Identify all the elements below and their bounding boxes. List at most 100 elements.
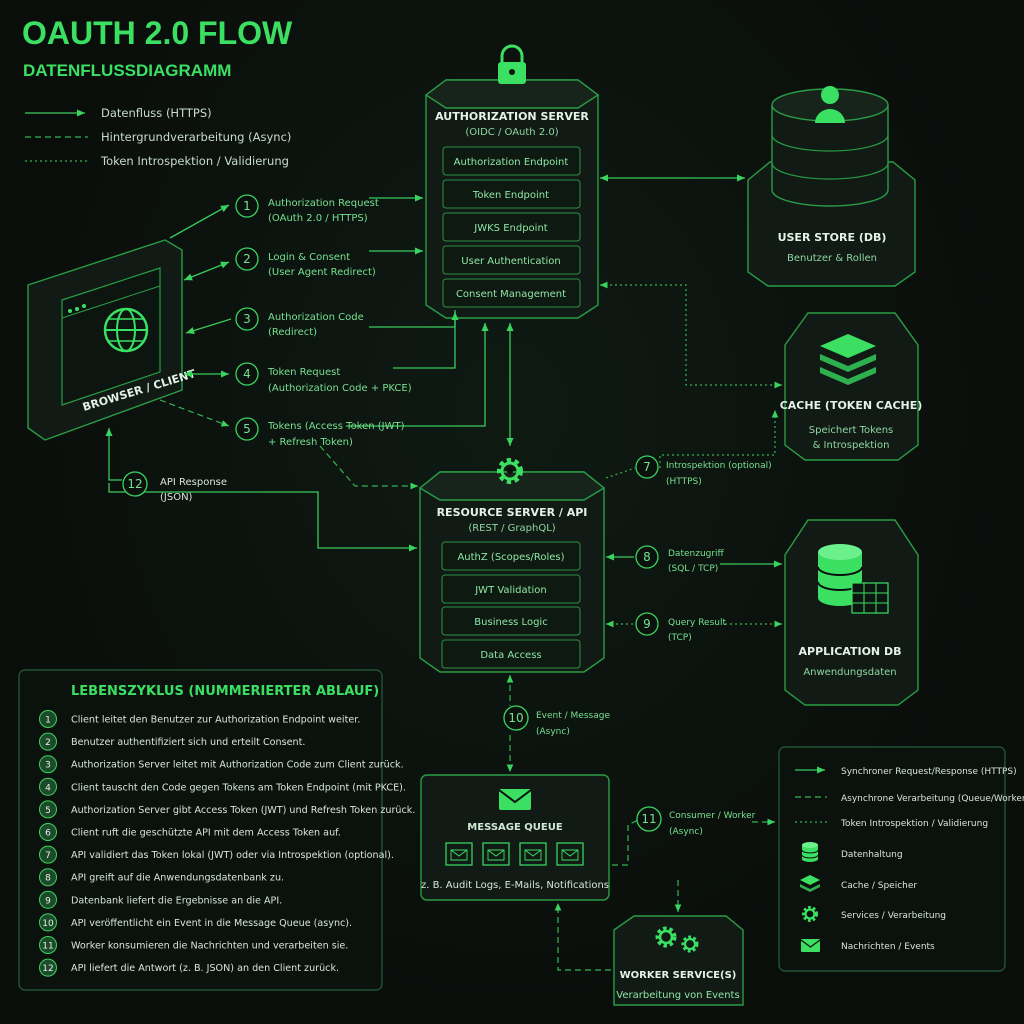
message-queue-subtitle: z. B. Audit Logs, E-Mails, Notifications [421,880,609,891]
resource-server-node[interactable]: RESOURCE SERVER / API (REST / GraphQL) A… [418,458,606,673]
queue-slot-icon [556,842,584,866]
user-auth-label: User Authentication [461,256,560,267]
worker-service-node[interactable]: WORKER SERVICE(S) Verarbeitung von Event… [613,915,744,1006]
lifecycle-step-number: 10 [42,919,54,929]
lifecycle-step-text: API liefert die Antwort (z. B. JSON) an … [71,963,339,974]
jwt-validation-box[interactable] [441,574,581,604]
lifecycle-step-text: Client ruft die geschützte API mit dem A… [71,828,341,839]
legend-label: Datenfluss (HTTPS) [101,106,212,120]
connections [105,174,782,971]
user-store-subtitle: Benutzer & Rollen [787,253,877,264]
lifecycle-step-circle [39,913,57,932]
step-circle [235,194,259,218]
lifecycle-step-text: Worker konsumieren die Nachrichten und v… [71,941,348,952]
lifecycle-step-circle [39,845,57,864]
message-queue-box [420,774,610,901]
step-label: Tokens (Access Token (JWT) [267,421,405,432]
step-sublabel: (OAuth 2.0 / HTTPS) [268,213,368,224]
lifecycle-step-circle [39,890,57,909]
gear-icon [655,926,699,953]
step-label: Introspektion (optional) [666,461,772,471]
lifecycle-step-circle [39,936,57,954]
flow-annotations: 1 Authorization Request (OAuth 2.0 / HTT… [122,194,772,837]
cache-line1: Speichert Tokens [809,425,894,436]
authorization-server-node[interactable]: AUTHORIZATION SERVER (OIDC / OAuth 2.0) … [424,44,600,319]
auth-endpoint-box[interactable] [442,146,581,176]
worker-title: WORKER SERVICE(S) [620,970,737,981]
step-label: Login & Consent [268,252,350,263]
application-db-node[interactable]: APPLICATION DB Anwendungsdaten [784,519,919,706]
step-sublabel: (Async) [536,727,570,737]
lifecycle-box [18,669,383,991]
user-auth-box[interactable] [442,245,581,275]
step-number: 11 [641,812,656,826]
queue-slot-icon [482,842,510,866]
layers-icon [820,334,876,385]
step-circle [235,362,259,386]
data-access-label: Data Access [480,650,541,661]
lifecycle-step-circle [39,732,57,751]
cache-body [784,312,919,461]
authz-box[interactable] [441,541,581,571]
top-legend: Datenfluss (HTTPS) Hintergrundverarbeitu… [25,106,291,168]
step-number: 9 [643,617,651,631]
step-number: 2 [243,252,251,266]
legend-label: Cache / Speicher [841,881,917,891]
step-label: Authorization Request [268,198,379,209]
authz-label: AuthZ (Scopes/Roles) [457,552,564,563]
envelope-icon [800,939,821,952]
step-circle [235,417,259,441]
browser-client-node[interactable]: BROWSER / CLIENT [27,239,198,441]
step-sublabel: (JSON) [160,492,193,503]
step-circle [235,247,259,271]
legend-label: Synchroner Request/Response (HTTPS) [841,767,1017,777]
resource-server-subtitle: (REST / GraphQL) [468,523,555,534]
user-store-node[interactable]: USER STORE (DB) Benutzer & Rollen [747,86,916,287]
lifecycle-step-number: 9 [45,896,51,906]
lifecycle-step-number: 4 [45,783,51,793]
step-sublabel: + Refresh Token) [268,437,353,448]
jwt-validation-label: JWT Validation [474,585,547,596]
step-circle [503,705,529,731]
queue-slot-icon [445,842,473,866]
step-number: 12 [127,477,142,491]
legend-label: Token Introspektion / Validierung [840,819,988,829]
lifecycle-step-number: 3 [45,761,51,771]
resource-server-title: RESOURCE SERVER / API [437,506,588,519]
step-number: 7 [643,460,651,474]
bottom-legend: Synchroner Request/Response (HTTPS) Asyn… [778,746,1024,972]
worker-subtitle: Verarbeitung von Events [616,990,739,1001]
step-circle [635,455,659,479]
jwks-endpoint-box[interactable] [442,212,581,242]
lifecycle-step-text: Client tauscht den Code gegen Tokens am … [71,782,406,793]
business-logic-box[interactable] [441,606,581,636]
step-circle [635,545,659,569]
cache-node[interactable]: CACHE (TOKEN CACHE) Speichert Tokens & I… [780,312,923,461]
lifecycle-step-text: API veröffentlicht ein Event in die Mess… [71,918,352,929]
gear-icon [802,906,818,922]
lifecycle-step-text: Authorization Server leitet mit Authoriz… [71,760,404,771]
auth-server-title: AUTHORIZATION SERVER [435,110,589,123]
step-sublabel: (HTTPS) [666,477,702,487]
message-queue-node[interactable]: MESSAGE QUEUE z. B. Audit Logs, E-Mails,… [420,774,610,901]
step-label: Query Result [668,618,726,628]
gear-icon [497,458,523,484]
queue-slot-icon [519,842,547,866]
app-db-subtitle: Anwendungsdaten [803,667,896,678]
step-label: Consumer / Worker [669,811,756,821]
data-access-box[interactable] [441,639,581,669]
user-store-title: USER STORE (DB) [778,231,887,244]
database-icon [817,544,863,606]
jwks-endpoint-label: JWKS Endpoint [473,223,548,234]
lock-icon [498,44,526,84]
token-endpoint-box[interactable] [442,179,581,209]
lifecycle-step-number: 11 [42,942,53,952]
diagram-subtitle: DATENFLUSSDIAGRAMM [23,61,231,80]
message-queue-title: MESSAGE QUEUE [467,822,563,833]
lifecycle-step-circle [39,777,57,796]
legend-label: Services / Verarbeitung [841,911,946,921]
consent-box[interactable] [442,278,581,308]
auth-endpoint-label: Authorization Endpoint [454,157,569,168]
step-number: 10 [508,711,523,725]
